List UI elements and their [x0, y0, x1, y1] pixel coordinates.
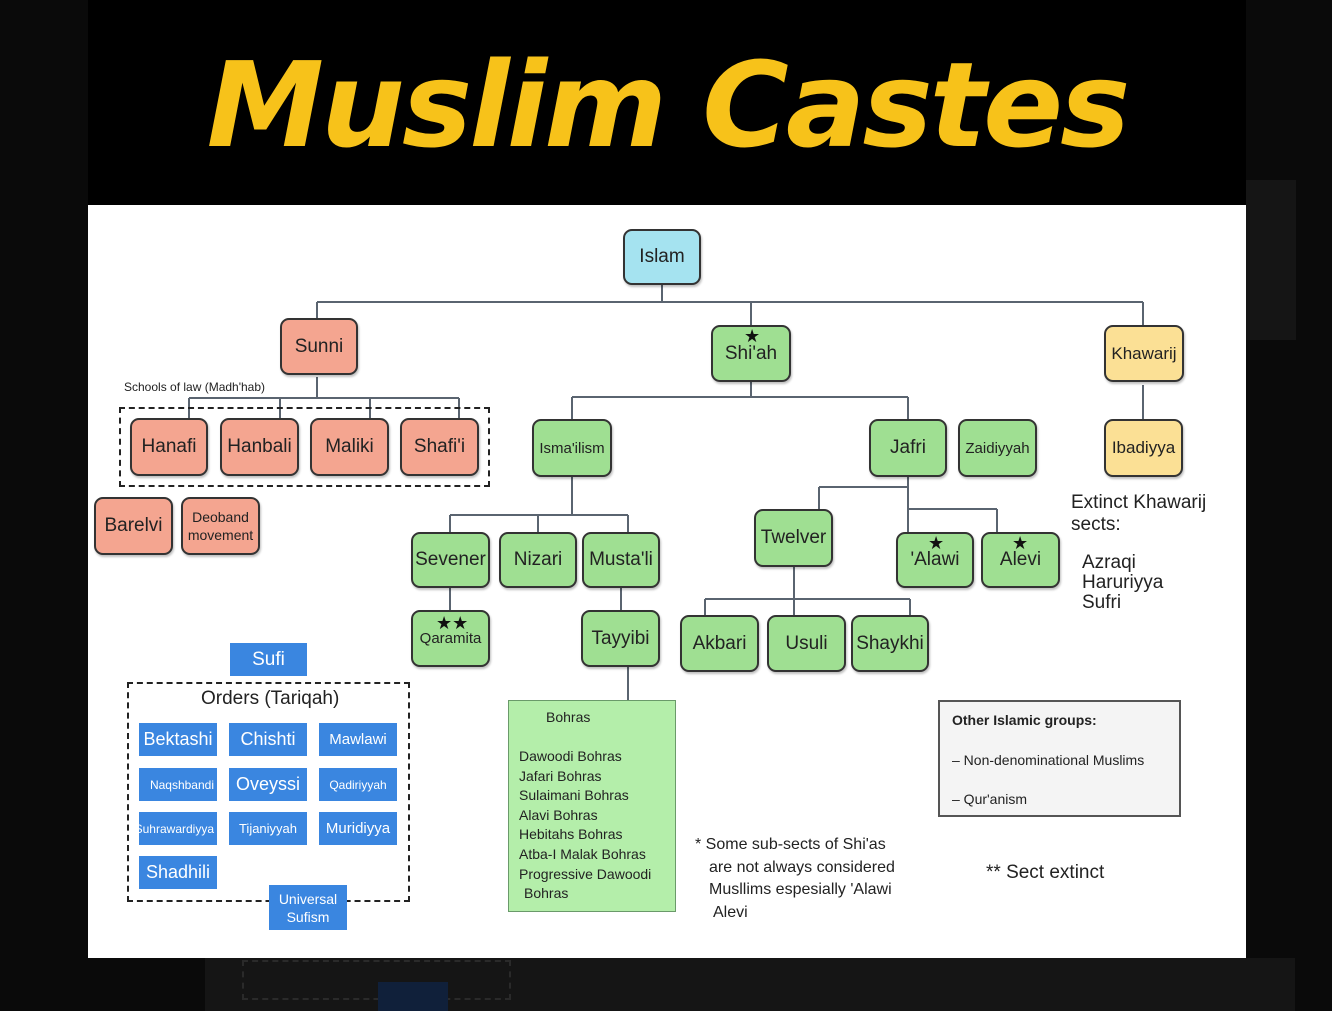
- sufi-order-bektashi: Bektashi: [139, 723, 217, 756]
- schools-label: Schools of law (Madh'hab): [124, 380, 266, 394]
- node-qaramita: Qaramita: [411, 610, 490, 667]
- sufi-order-mawlawi: Mawlawi: [319, 723, 397, 756]
- star-marker-alevi: ★: [1012, 533, 1029, 553]
- sufi-orders-dashed-box: [127, 682, 410, 902]
- schools-dashed-box: [119, 407, 490, 487]
- background-blur-blue: [378, 982, 448, 1011]
- bohras-box: Bohras Dawoodi Bohras Jafari Bohras Sula…: [508, 700, 676, 912]
- node-usuli: Usuli: [767, 615, 846, 672]
- node-sevener: Sevener: [411, 532, 490, 588]
- sufi-universal-sufism: Universal Sufism: [269, 885, 347, 930]
- other-groups-heading: Other Islamic groups:: [952, 712, 1097, 728]
- other-groups-box: Other Islamic groups: – Non-denomination…: [938, 700, 1181, 817]
- node-alevi: Alevi: [981, 532, 1060, 588]
- node-deoband-movement: Deoband movement: [181, 497, 260, 555]
- sufi-order-chishti: Chishti: [229, 723, 307, 756]
- sufi-order-tijaniyyah: Tijaniyyah: [229, 812, 307, 845]
- node-alawi: 'Alawi: [896, 532, 974, 588]
- node-hanafi: Hanafi: [130, 418, 208, 476]
- sufi-order-naqshbandi: Naqshbandi: [139, 768, 217, 801]
- node-tayyibi: Tayyibi: [581, 610, 660, 667]
- node-shafii: Shafi'i: [400, 418, 479, 476]
- bohras-heading: Bohras: [546, 709, 591, 725]
- node-jafri: Jafri: [869, 419, 947, 477]
- sufi-order-qadiriyyah: Qadiriyyah: [319, 768, 397, 801]
- node-barelvi: Barelvi: [94, 497, 173, 555]
- star-marker-qaramita: ★★: [436, 613, 469, 633]
- footnote-single-star: * Some sub-sects of Shi'as are not alway…: [695, 836, 895, 921]
- page-title: Muslim Castes: [206, 36, 1131, 174]
- extinct-khawarij-heading: Extinct Khawarij sects:: [1071, 492, 1207, 535]
- background-blur-dashed: [242, 960, 511, 1000]
- other-groups-item: – Qur'anism: [952, 791, 1028, 807]
- node-mustali: Musta'li: [582, 532, 660, 588]
- star-marker-shiah: ★: [744, 326, 761, 346]
- connector-lines: [188, 285, 1144, 700]
- sufi-order-shadhili: Shadhili: [139, 856, 217, 889]
- node-islam: Islam: [623, 229, 701, 285]
- node-shaykhi: Shaykhi: [851, 615, 929, 672]
- sufi-order-oveyssi: Oveyssi: [229, 768, 307, 801]
- sufi-orders-label: Orders (Tariqah): [201, 688, 340, 709]
- node-hanbali: Hanbali: [220, 418, 299, 476]
- node-akbari: Akbari: [680, 615, 759, 672]
- node-sunni: Sunni: [280, 318, 358, 375]
- star-marker-alawi: ★: [928, 533, 945, 553]
- background-blur-panel: [1246, 180, 1296, 340]
- node-twelver: Twelver: [754, 509, 833, 567]
- node-shiah: Shi'ah: [711, 325, 791, 382]
- extinct-khawarij-list: Azraqi Haruriyya Sufri: [1082, 552, 1164, 613]
- sufi-header: Sufi: [230, 643, 307, 676]
- node-zaidiyyah: Zaidiyyah: [958, 419, 1037, 477]
- sufi-order-muridiyya: Muridiyya: [319, 812, 397, 845]
- node-nizari: Nizari: [499, 532, 577, 588]
- sufi-order-suhrawardiyya: Suhrawardiyya: [139, 812, 217, 845]
- other-groups-item: – Non-denominational Muslims: [952, 752, 1145, 768]
- bohras-list: Dawoodi Bohras Jafari Bohras Sulaimani B…: [519, 748, 652, 902]
- node-ibadiyya: Ibadiyya: [1104, 419, 1183, 477]
- node-khawarij: Khawarij: [1104, 325, 1184, 382]
- footnote-double-star: ** Sect extinct: [986, 862, 1105, 883]
- title-banner: [88, 0, 1246, 205]
- node-maliki: Maliki: [310, 418, 389, 476]
- node-ismailism: Isma'ilism: [532, 419, 612, 477]
